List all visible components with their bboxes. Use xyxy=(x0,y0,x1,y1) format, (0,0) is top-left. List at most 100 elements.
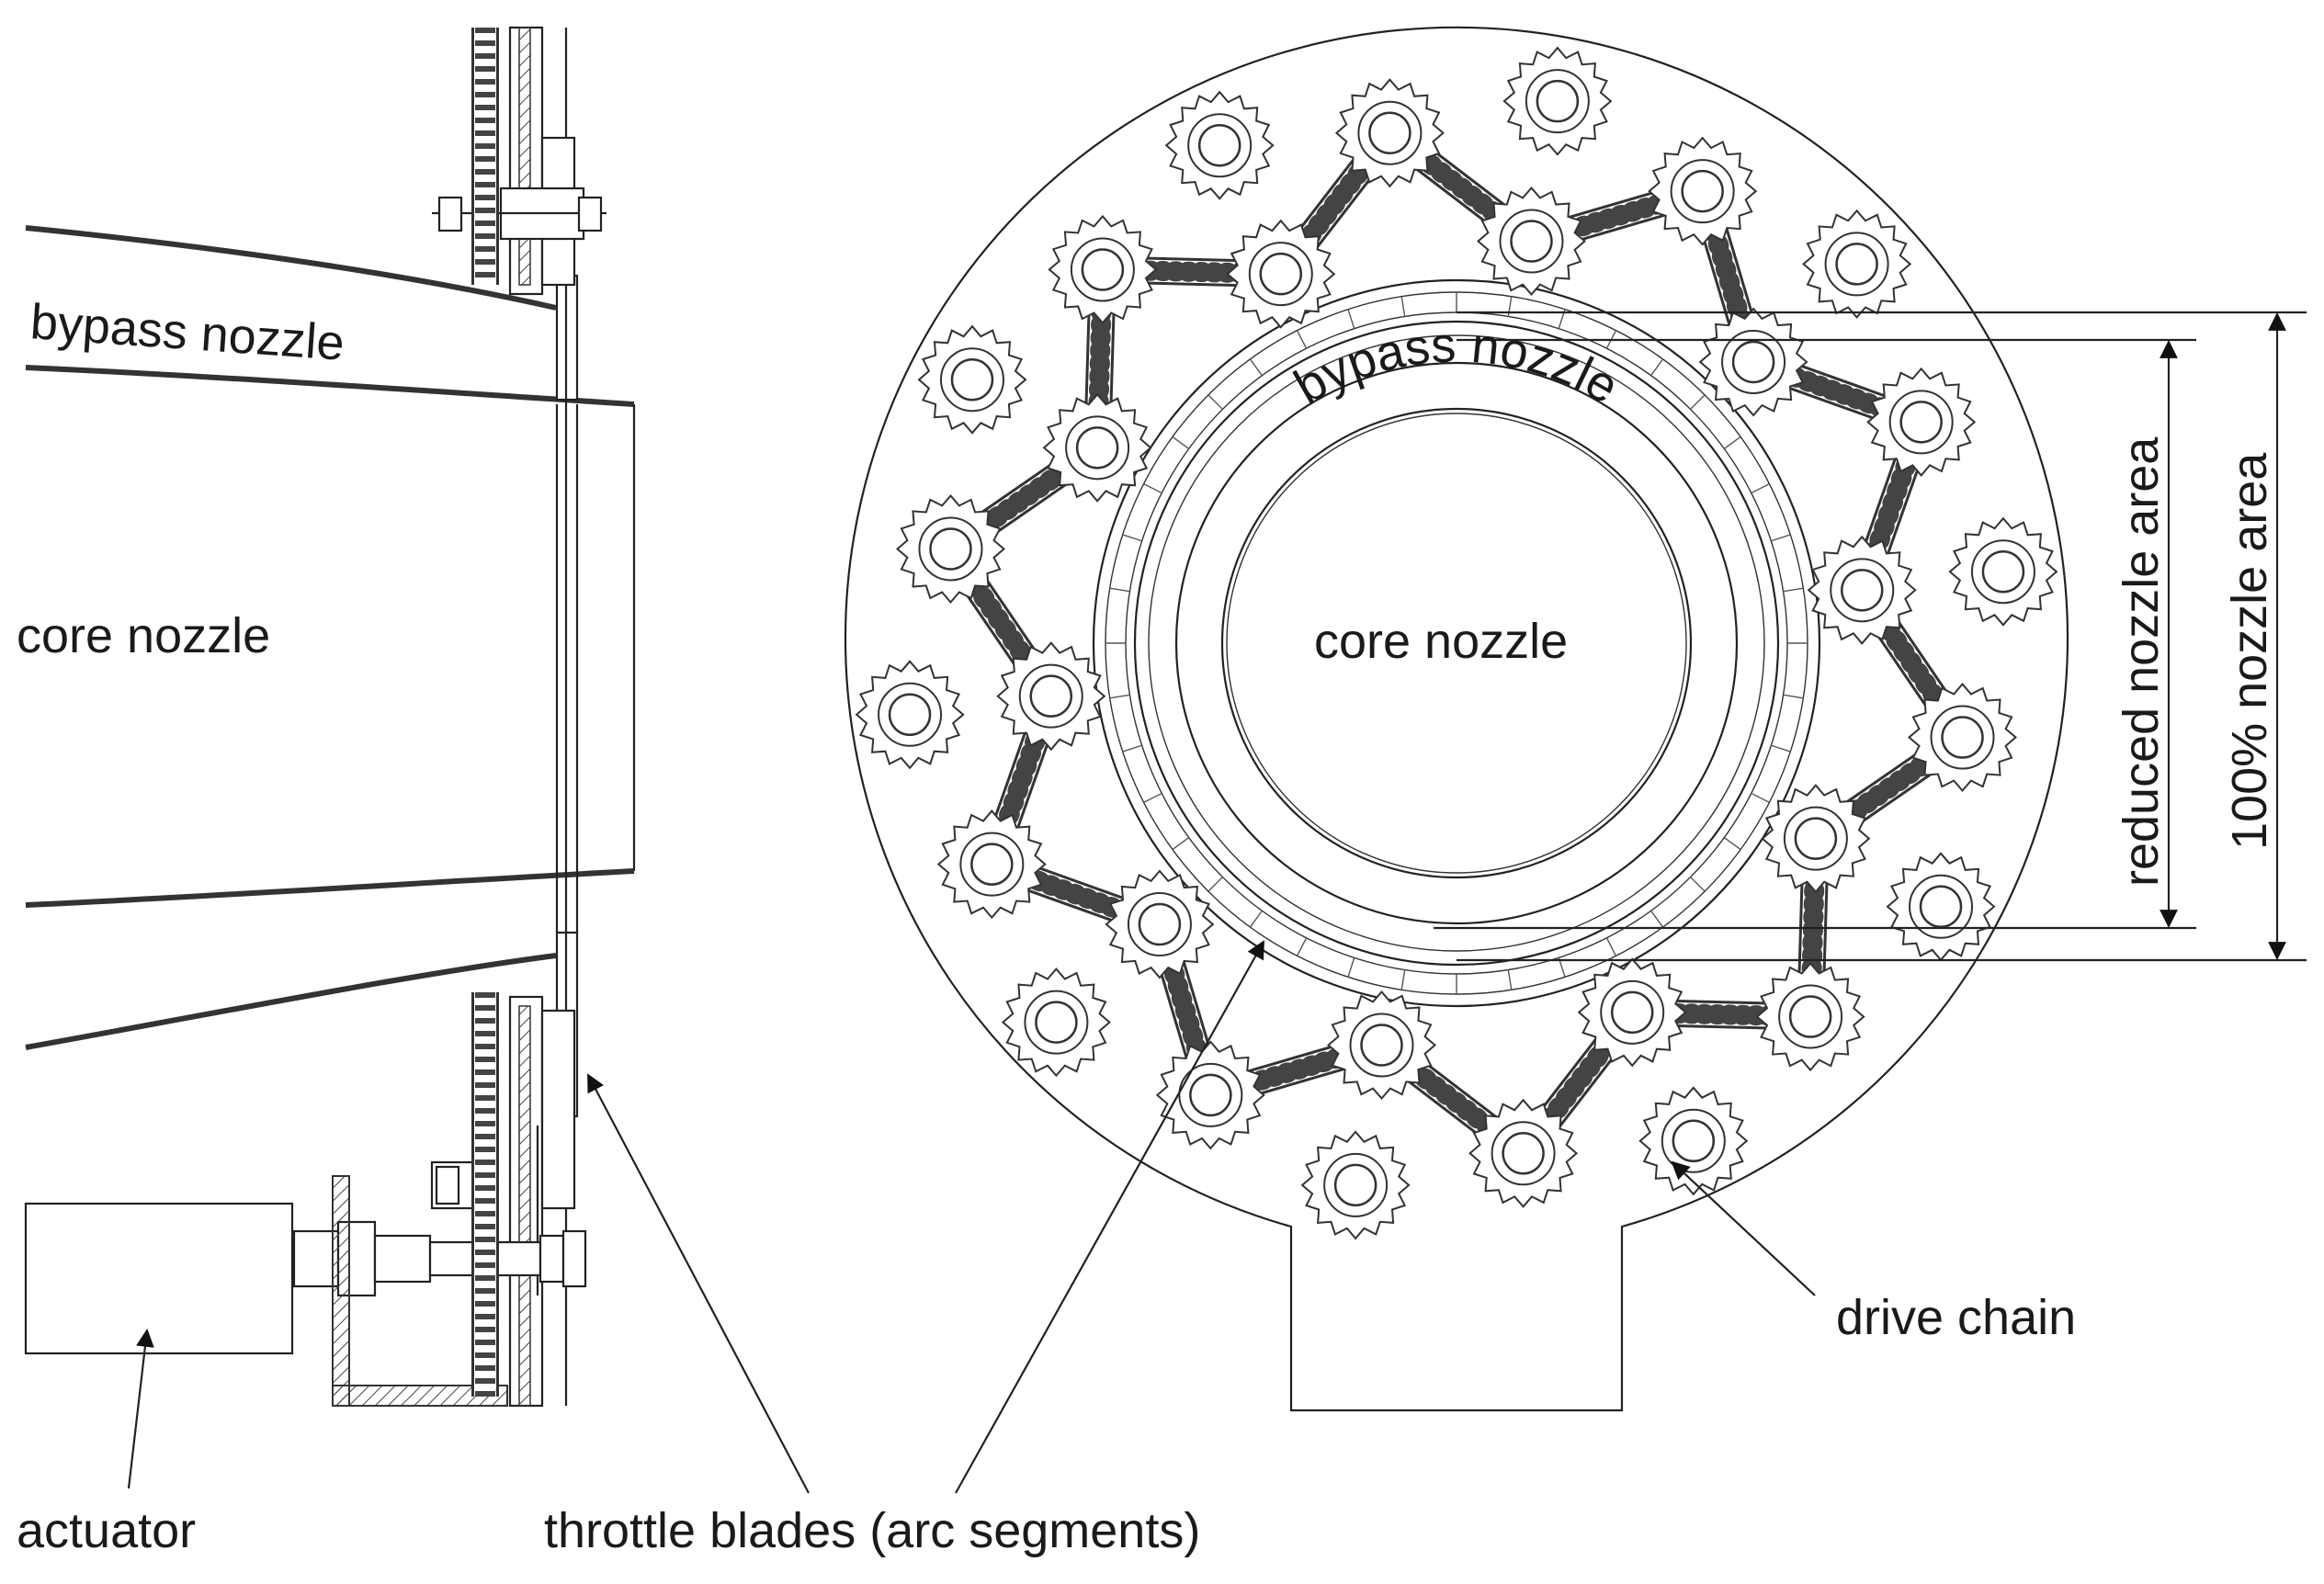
sprocket-bore xyxy=(1941,716,1984,759)
inner-sprocket-4 xyxy=(1577,957,1687,1068)
outer-sprocket-3 xyxy=(1907,682,2018,793)
idler-sprocket-5 xyxy=(1300,1130,1411,1240)
blade-segment-divider xyxy=(1690,394,1706,410)
dimension-lines xyxy=(1434,311,2307,962)
sprocket-bore xyxy=(1835,243,1878,286)
sprocket-bore xyxy=(1138,902,1182,946)
blade-segment-divider xyxy=(1650,910,1664,928)
sprocket-bore xyxy=(1981,549,2025,594)
blade-segment-divider xyxy=(1751,792,1770,804)
sprocket-bore xyxy=(1075,426,1119,470)
blade-segment-divider xyxy=(1109,587,1130,593)
blade-segment-divider xyxy=(1207,877,1223,892)
outer-sprocket-0 xyxy=(1334,78,1445,188)
inner-sprocket-8 xyxy=(1042,392,1152,503)
inner-sprocket-1 xyxy=(1698,307,1808,417)
bypass-nozzle-outer-ring xyxy=(1092,278,1821,1008)
housing-outline xyxy=(844,26,2069,1412)
sprocket-bore xyxy=(1788,995,1832,1038)
blade-segment-divider xyxy=(1771,744,1791,752)
label-bypass-nozzle-side: bypass nozzle xyxy=(28,294,346,371)
blade-segment-divider xyxy=(1122,534,1142,542)
outer-sprocket-2 xyxy=(1866,367,1977,477)
blade-segment-divider xyxy=(1605,937,1617,956)
blade-segment-divider xyxy=(1347,309,1355,329)
blade-segment-divider xyxy=(1751,482,1770,494)
bypass-nozzle-lower-wall xyxy=(25,953,557,1050)
blade-segment-divider xyxy=(1249,910,1263,928)
outer-sprocket-9 xyxy=(1048,214,1158,324)
throttle-blade-leader-front xyxy=(955,940,1264,1494)
outer-sprocket-6 xyxy=(1155,1040,1265,1150)
core-nozzle-ring xyxy=(1220,407,1693,879)
inner-sprocket-7 xyxy=(996,641,1106,752)
blade-segment-divider xyxy=(1400,969,1406,990)
sprocket-bore xyxy=(888,693,932,737)
blade-segment-divider xyxy=(1143,482,1162,494)
blade-segment-divider xyxy=(1723,436,1741,449)
sprocket-bore xyxy=(1610,990,1654,1035)
label-core-nozzle-side: core nozzle xyxy=(17,608,270,663)
sprocket-bore xyxy=(1536,79,1580,123)
bypass-nozzle-upper-wall xyxy=(25,225,557,311)
actuator-box xyxy=(24,1202,294,1355)
sprocket-bore xyxy=(1731,340,1775,384)
sprocket-bore xyxy=(1259,252,1303,296)
inner-sprocket-9 xyxy=(1226,219,1336,329)
sprocket-bore xyxy=(970,843,1014,886)
idler-sprocket-4 xyxy=(1638,1086,1749,1196)
label-actuator: actuator xyxy=(17,1503,196,1558)
sprocket-bore xyxy=(1919,885,1963,929)
sprocket-bore xyxy=(1029,674,1073,718)
sprocket-bore xyxy=(1360,1024,1403,1067)
blade-segment-divider xyxy=(1296,937,1308,956)
sprocket-bore xyxy=(1035,1001,1078,1044)
sprocket-bore xyxy=(1681,169,1724,213)
bypass-nozzle-lower-wall-top xyxy=(25,365,635,407)
sprocket-bore xyxy=(1672,1119,1716,1163)
outer-sprocket-5 xyxy=(1468,1098,1579,1208)
idler-sprocket-1 xyxy=(1802,209,1912,319)
idler-sprocket-8 xyxy=(917,324,1027,435)
label-throttle-blades: throttle blades (arc segments) xyxy=(544,1503,1200,1558)
blade-segment-divider xyxy=(1143,792,1162,804)
outer-sprocket-7 xyxy=(936,809,1047,920)
label-bypass-nozzle-front-path: bypass nozzle xyxy=(1286,317,1627,414)
blade-segment-divider xyxy=(1783,587,1804,593)
throttle-blade-leader-side xyxy=(587,1073,810,1494)
label-reduced-area: reduced nozzle area xyxy=(2114,436,2169,887)
blade-segment-divider xyxy=(1650,358,1664,377)
blade-segment-divider xyxy=(1690,877,1706,892)
blade-segment-divider xyxy=(1172,436,1190,449)
inner-sprocket-5 xyxy=(1326,990,1437,1101)
idler-sprocket-0 xyxy=(1502,46,1613,156)
blade-segment-divider xyxy=(1783,694,1804,699)
sprocket-bore xyxy=(1899,401,1943,444)
blade-segment-divider xyxy=(1109,694,1130,699)
blade-segment-divider xyxy=(1172,837,1190,851)
sprocket-bore xyxy=(950,357,994,402)
blade-segment-divider xyxy=(1347,957,1355,978)
blade-segment-divider xyxy=(1296,330,1308,349)
idler-sprocket-2 xyxy=(1948,516,2058,627)
sprocket-bore xyxy=(1081,248,1125,291)
sprocket-bore xyxy=(1794,817,1838,860)
label-drive-chain: drive chain xyxy=(1836,1290,2076,1345)
idler-sprocket-3 xyxy=(1886,852,1996,962)
sprocket-bore xyxy=(1510,220,1553,263)
outer-sprocket-4 xyxy=(1755,962,1865,1072)
inner-sprocket-6 xyxy=(1105,869,1215,979)
outer-sprocket-8 xyxy=(895,493,1006,605)
idler-sprocket-6 xyxy=(1001,967,1111,1078)
blade-segment-divider xyxy=(1723,837,1741,851)
blade-segment-divider xyxy=(1507,969,1513,990)
throttle-blade-segments xyxy=(1105,292,1808,994)
actuator-leader xyxy=(127,1329,154,1489)
label-bypass-nozzle-front: bypass nozzle xyxy=(1286,317,1627,414)
blade-segment-divider xyxy=(1400,296,1406,317)
blade-segment-divider xyxy=(1122,744,1142,752)
label-core-nozzle-front: core nozzle xyxy=(1314,614,1568,669)
sprocket-bore xyxy=(1368,111,1411,154)
label-full-area: 100% nozzle area xyxy=(2222,452,2277,850)
